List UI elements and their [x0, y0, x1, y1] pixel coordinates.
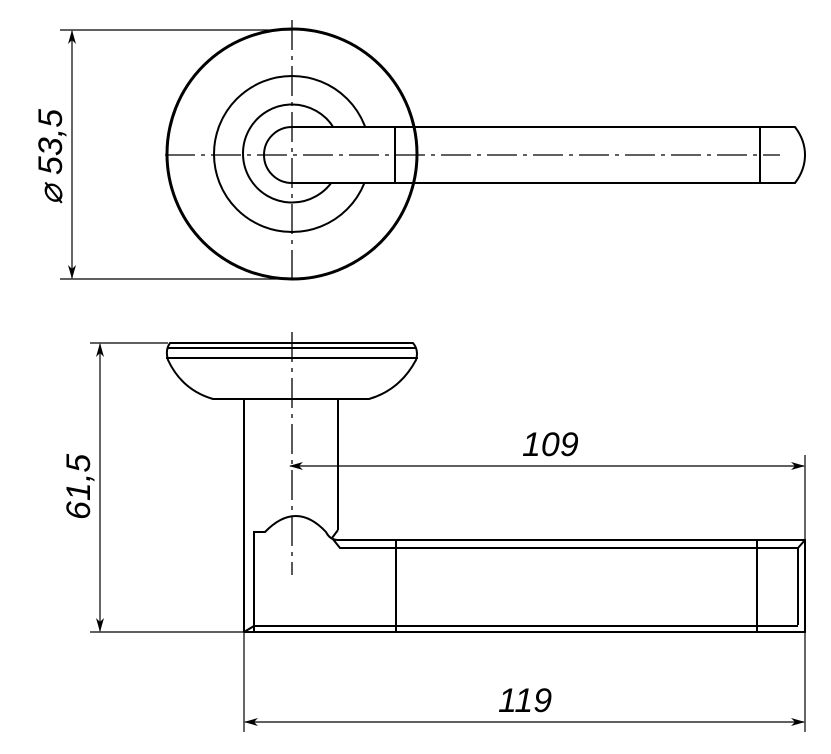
- overall-length-label: 119: [498, 682, 552, 720]
- height-label: 61,5: [60, 454, 98, 520]
- lever-length-label: 109: [522, 426, 579, 464]
- lever-profile: [253, 515, 806, 633]
- lever-top: [394, 126, 807, 184]
- rose-inner-circle: [242, 103, 342, 204]
- diameter-label: ⌀ 53,5: [32, 109, 70, 205]
- top-view: ⌀ 53,5: [32, 20, 807, 285]
- side-view: 61,5 109 119: [60, 332, 806, 732]
- rose-profile: [165, 342, 418, 400]
